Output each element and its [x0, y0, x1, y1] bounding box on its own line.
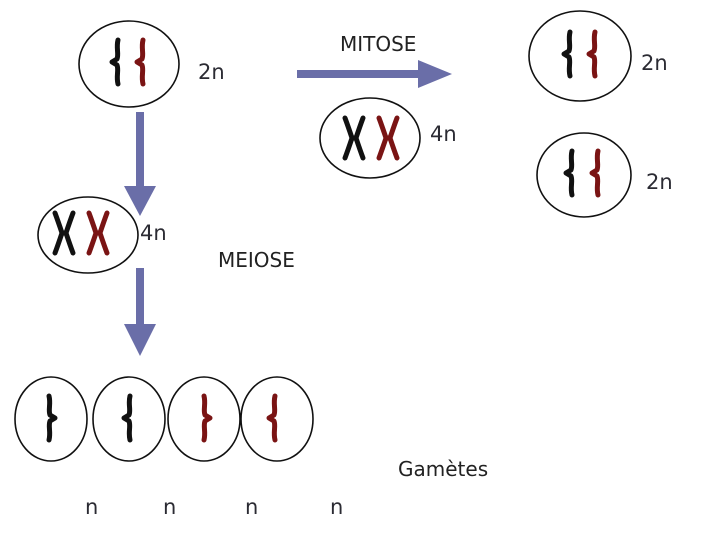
daughter-2-ploidy-label: 2n: [646, 170, 673, 194]
gamete-cell-3: [167, 376, 241, 462]
parent-cell: [78, 20, 180, 108]
gamete-cell-1: [14, 376, 88, 462]
gametes-label: Gamètes: [398, 457, 489, 481]
replication-arrow: [124, 112, 156, 216]
mitosis-arrow: [297, 60, 452, 88]
gamete-2-ploidy-label: n: [163, 495, 177, 519]
meiosis-replicated-ploidy-label: 4n: [140, 221, 167, 245]
mitosis-daughter-cell-1: [528, 10, 632, 102]
meiose-label: MEIOSE: [218, 248, 295, 272]
daughter-1-ploidy-label: 2n: [641, 51, 668, 75]
gamete-1-ploidy-label: n: [85, 495, 99, 519]
mitosis-replicated-ploidy-label: 4n: [430, 122, 457, 146]
parent-ploidy-label: 2n: [198, 60, 225, 84]
gamete-4-ploidy-label: n: [330, 495, 344, 519]
gamete-cell-4: [240, 376, 314, 462]
meiosis-arrow: [124, 268, 156, 356]
mitosis-replicated-cell: [319, 97, 421, 179]
meiosis-replicated-cell: [37, 196, 139, 274]
gamete-cell-2: [92, 376, 166, 462]
gamete-3-ploidy-label: n: [245, 495, 259, 519]
mitosis-daughter-cell-2: [536, 132, 632, 218]
mitose-label: MITOSE: [340, 32, 417, 56]
